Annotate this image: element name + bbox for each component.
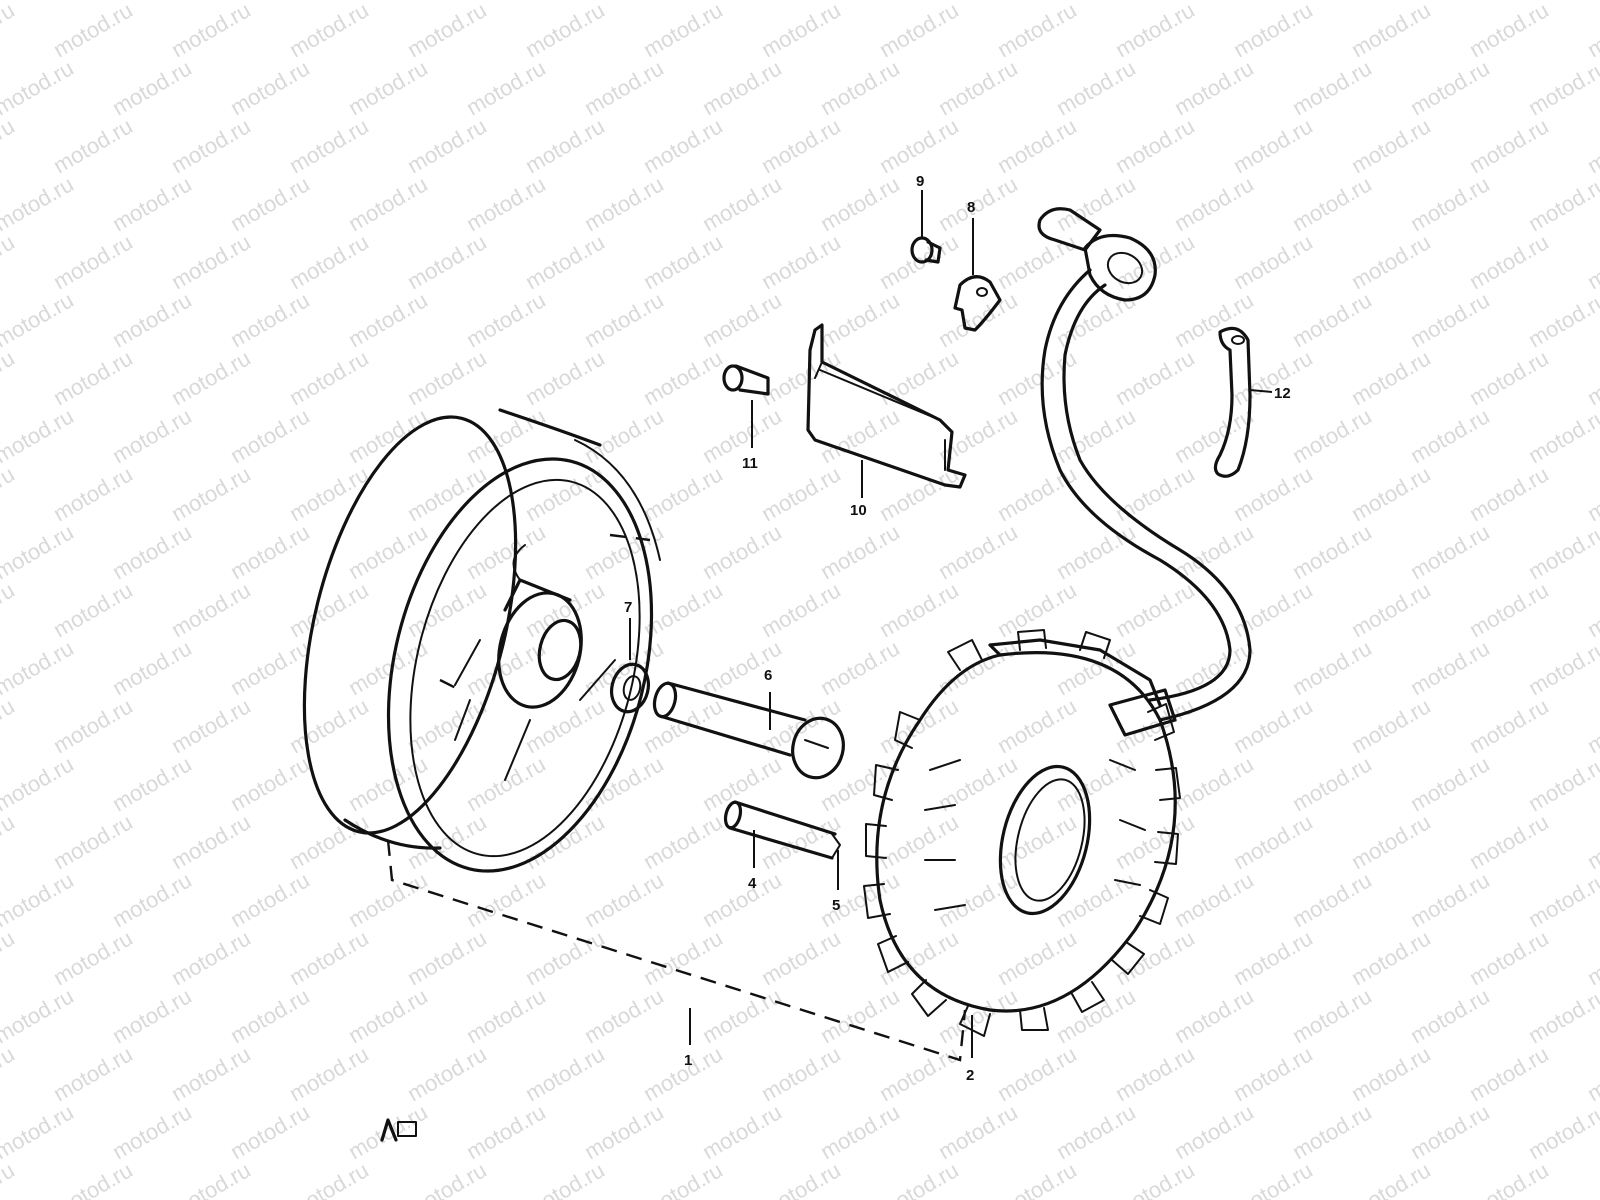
clamp-band: [1213, 326, 1252, 478]
assembly-lines: [386, 533, 967, 1062]
callout-6: 6: [764, 667, 772, 684]
callout-2: 2: [966, 1067, 974, 1084]
rotor-bolt: [652, 681, 845, 780]
wire-clamp: [953, 275, 1002, 332]
callout-11: 11: [742, 455, 758, 472]
stator-screw: [723, 800, 841, 860]
callout-labels: 1 2 4 5 6 7 8 9 10 11 12: [624, 173, 1291, 1084]
corner-reference-mark: ᛏ∞: [380, 1118, 417, 1142]
callout-1: 1: [684, 1052, 692, 1069]
callout-5: 5: [832, 897, 840, 914]
cover-bolt: [722, 364, 770, 396]
callout-10: 10: [850, 502, 867, 519]
callout-7: 7: [624, 599, 632, 616]
callout-12: 12: [1274, 385, 1291, 402]
callout-leaders: [629, 190, 1273, 1058]
wiring-harness: [1037, 207, 1252, 722]
rotor-flywheel: [302, 408, 661, 873]
stator: [863, 629, 1181, 1037]
cover-plate: [806, 323, 967, 489]
callout-8: 8: [967, 199, 975, 216]
clamp-screw: [910, 236, 942, 264]
callout-4: 4: [748, 875, 757, 892]
callout-9: 9: [916, 173, 924, 190]
washer: [609, 662, 651, 714]
